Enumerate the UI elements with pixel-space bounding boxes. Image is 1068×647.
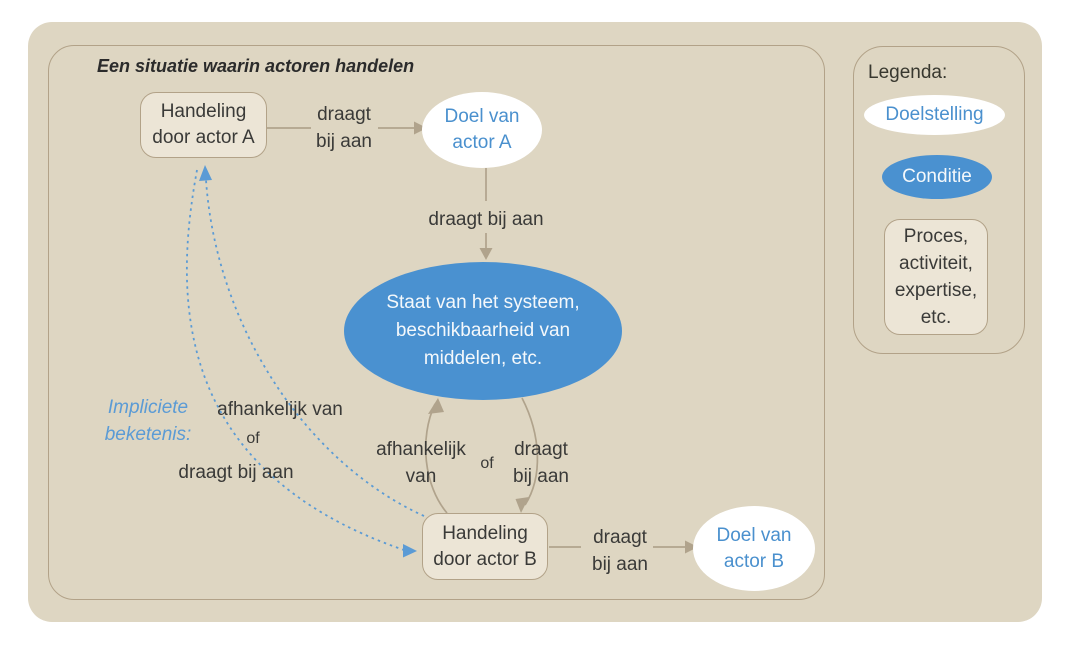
goal-b-label-line1: Doel van [716,524,792,546]
goal-b-node: Doel van actor B [693,506,815,591]
edge-label-a-to-goal-a: draagt bij aan [304,101,384,155]
edge-label-a-to-goal-a-line1: draagt [317,104,371,125]
page-title: Een situatie waarin actoren handelen [97,56,415,76]
implicit-heading-line2: beketenis: [104,424,192,445]
implicit-note-option1-text: afhankelijk van [217,399,343,420]
system-state-label-line1: Staat van het systeem, [386,292,580,313]
edge-label-state-or: of [472,454,502,474]
edge-label-b-to-state-line1: afhankelijk [376,439,466,460]
legend-process-box: Proces, activiteit, expertise, etc. [884,219,988,335]
edge-label-b-to-goal-b-line1: draagt [593,527,647,548]
edge-label-b-to-goal-b: draagt bij aan [580,524,660,578]
system-state-label-line3: middelen, etc. [423,348,543,369]
system-state-node: Staat van het systeem, beschikbaarheid v… [344,262,622,400]
goal-b-label-line2: actor B [723,550,785,572]
action-a-node: Handeling door actor A [140,92,267,158]
goal-a-label-line2: actor A [452,132,512,153]
goal-a-label-line1: Doel van [444,106,520,127]
legend-condition-ellipse: Conditie [882,155,992,199]
legend-panel [853,46,1025,354]
edge-label-state-to-b-line2: bij aan [513,466,569,487]
legend-process-line3: expertise, [894,280,978,301]
edge-label-goal-a-to-state-text: draagt bij aan [428,209,544,230]
legend-goal-label: Doelstelling [885,104,984,125]
action-a-label-line2: door actor A [152,127,255,148]
edge-label-a-to-goal-a-line2: bij aan [316,131,372,152]
goal-a-node: Doel van actor A [422,92,542,168]
action-b-node: Handeling door actor B [422,513,548,580]
legend-process-line2: activiteit, [899,253,973,274]
system-state-label-line2: beschikbaarheid van [395,320,571,341]
action-b-label-line2: door actor B [433,548,537,570]
implicit-note-heading: Impliciete beketenis: [101,394,195,448]
edge-label-b-to-state: afhankelijk van [356,436,486,490]
edge-label-goal-a-to-state: draagt bij aan [416,206,556,233]
implicit-note-or: of [238,429,268,449]
legend-goal-ellipse: Doelstelling [864,95,1005,135]
action-a-label-line1: Handeling [160,101,247,122]
implicit-note-option2-text: draagt bij aan [178,462,294,483]
edge-label-state-to-b: draagt bij aan [496,436,586,490]
legend-process-line1: Proces, [903,226,969,247]
legend-condition-label: Conditie [902,166,972,187]
edge-label-b-to-state-line2: van [405,466,437,487]
implicit-heading-line1: Impliciete [107,397,189,418]
edge-label-state-to-b-line1: draagt [514,439,568,460]
edge-label-state-or-text: of [480,455,494,472]
legend-title: Legenda: [868,62,948,83]
implicit-note-option1: afhankelijk van [205,396,355,423]
action-b-label-line1: Handeling [442,522,528,544]
implicit-note-option2: draagt bij aan [166,459,306,486]
main-panel [48,45,825,600]
implicit-note-or-text: of [246,430,260,447]
edge-label-b-to-goal-b-line2: bij aan [592,554,648,575]
legend-process-line4: etc. [920,307,952,328]
